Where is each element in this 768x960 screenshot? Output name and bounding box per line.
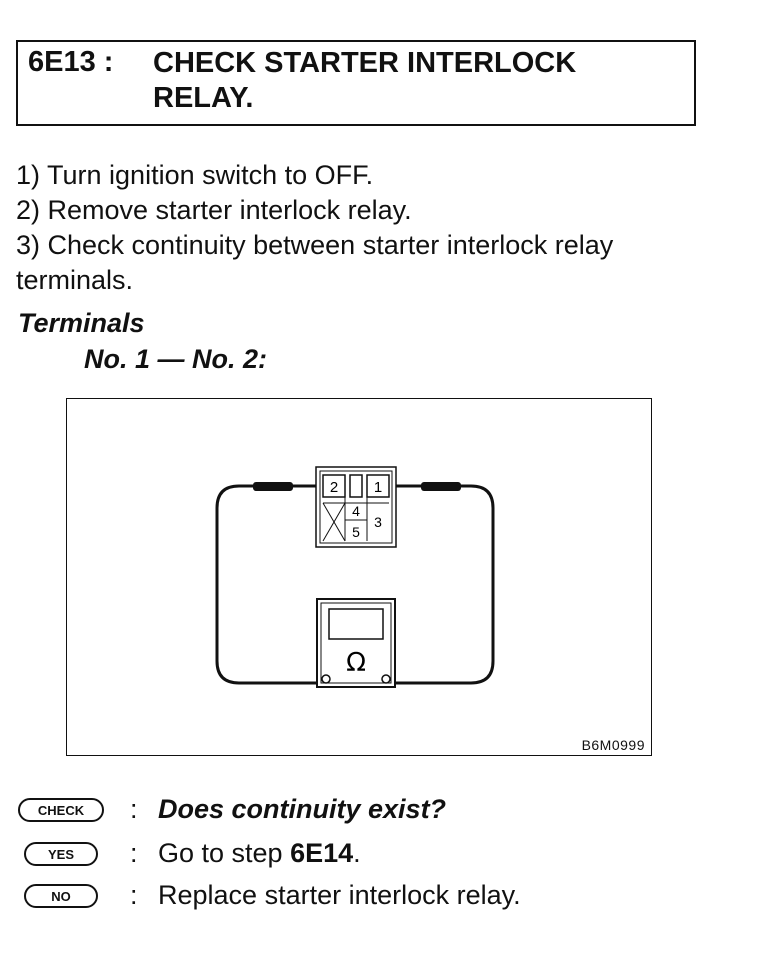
left-wire (215, 484, 322, 685)
yes-answer-step: 6E14 (290, 838, 354, 868)
step-title-box: 6E13 : CHECK STARTER INTERLOCK RELAY. (16, 40, 696, 126)
ohmmeter: Ω (316, 598, 396, 688)
procedure-steps: 1) Turn ignition switch to OFF. 2) Remov… (16, 158, 716, 298)
meter-terminal-right (381, 674, 391, 684)
step-item: 1) Turn ignition switch to OFF. (16, 160, 374, 190)
no-answer: Replace starter interlock relay. (158, 880, 521, 910)
continuity-diagram: 2 1 4 5 3 Ω (215, 466, 495, 688)
step-item: 2) Remove starter interlock relay. (16, 195, 412, 225)
yes-badge: YES (24, 842, 98, 866)
step-item: 3) Check continuity between starter inte… (16, 230, 614, 260)
meter-terminal-left (321, 674, 331, 684)
relay-connector: 2 1 4 5 3 (315, 466, 397, 548)
wiring-figure: 2 1 4 5 3 Ω B6M0999 (66, 398, 652, 756)
left-probe (253, 482, 293, 491)
step-title-line2: RELAY. (153, 82, 254, 114)
figure-code: B6M0999 (581, 737, 645, 753)
meter-display (328, 608, 384, 640)
yes-answer-suffix: . (353, 838, 361, 868)
terminal-1-label: 1 (374, 479, 382, 496)
no-colon: : (130, 880, 138, 910)
yes-answer: Go to step 6E14. (158, 838, 361, 869)
right-probe (421, 482, 461, 491)
yes-answer-prefix: Go to step (158, 838, 291, 868)
terminal-5-label: 5 (352, 524, 360, 540)
step-id: 6E13 : (28, 46, 114, 78)
terminals-pair: No. 1 — No. 2: (84, 344, 268, 374)
terminal-2-label: 2 (330, 479, 338, 496)
check-colon: : (130, 794, 138, 824)
ohm-icon: Ω (346, 648, 366, 678)
check-badge: CHECK (18, 798, 104, 822)
step-title: CHECK STARTER INTERLOCK RELAY. (153, 46, 673, 116)
terminal-4-label: 4 (352, 503, 360, 519)
no-badge: NO (24, 884, 98, 908)
terminal-3-label: 3 (374, 514, 382, 530)
check-question: Does continuity exist? (158, 794, 447, 824)
terminals-heading: Terminals (18, 308, 145, 338)
step-title-line1: CHECK STARTER INTERLOCK (153, 47, 577, 79)
right-wire (389, 484, 495, 685)
step-item: terminals. (16, 265, 134, 295)
yes-colon: : (130, 838, 138, 868)
